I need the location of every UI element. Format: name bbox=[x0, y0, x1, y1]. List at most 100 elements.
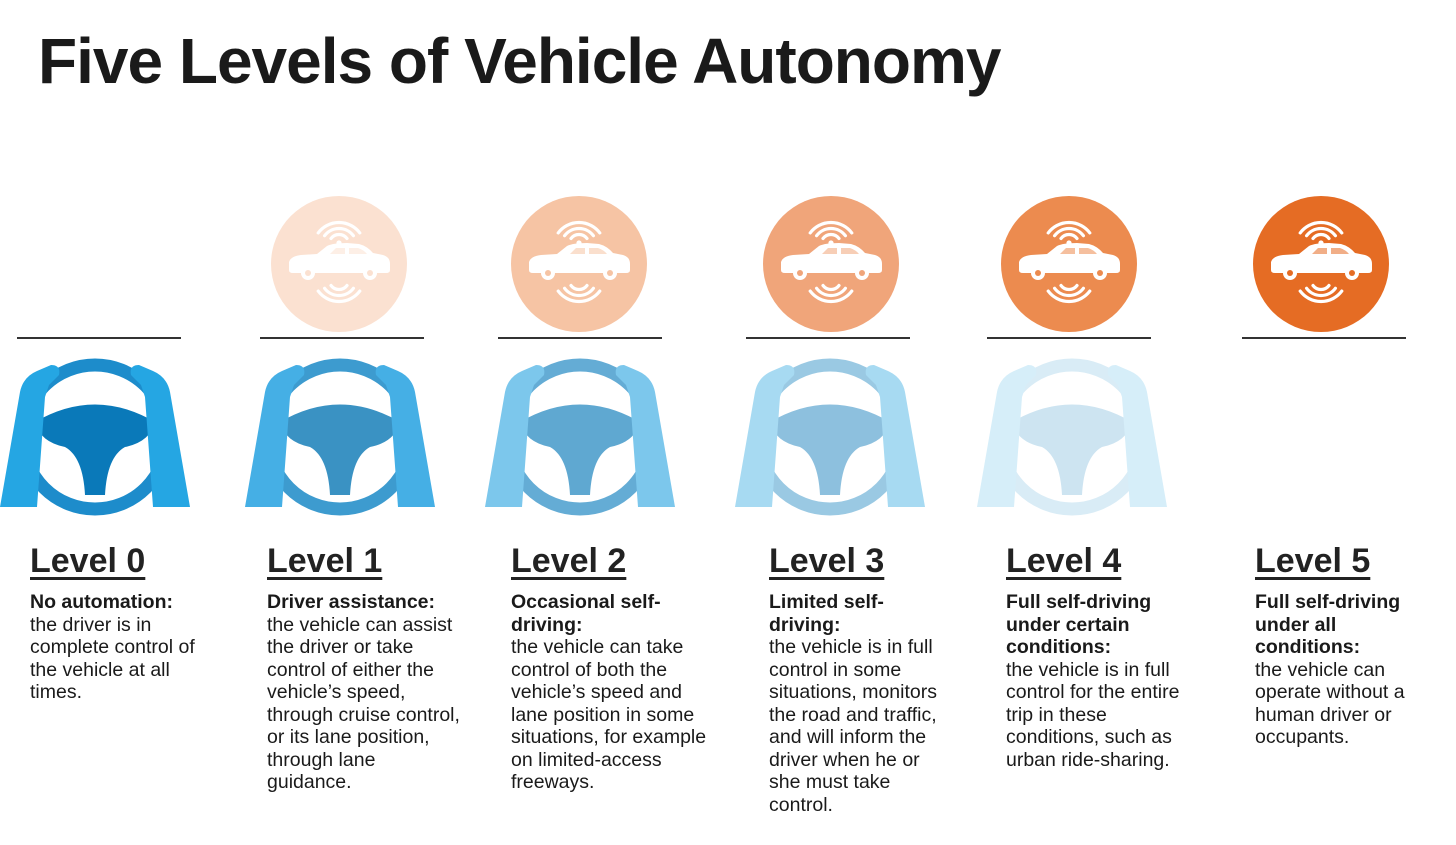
signal-arc-icon bbox=[556, 289, 602, 304]
signal-arc-icon bbox=[815, 226, 847, 238]
level-description: Driver assistance: the vehicle can assis… bbox=[267, 591, 462, 794]
divider-line bbox=[260, 337, 424, 339]
signal-arc-icon bbox=[323, 286, 355, 298]
divider-line bbox=[987, 337, 1151, 339]
level-heading: Level 2 bbox=[511, 542, 627, 580]
signal-arc-icon bbox=[556, 220, 602, 235]
level-heading: Level 5 bbox=[1255, 542, 1371, 580]
wheel-hub bbox=[35, 404, 155, 495]
car-icon bbox=[1271, 243, 1372, 280]
steering-wheel-icon bbox=[977, 358, 1167, 516]
wheel-hub bbox=[1012, 404, 1132, 495]
signal-arc-icon bbox=[1305, 286, 1337, 298]
connected-car-badge bbox=[1001, 196, 1137, 332]
connected-car-icon bbox=[1001, 196, 1137, 332]
connected-car-icon bbox=[511, 196, 647, 332]
level-lead: Driver assistance: bbox=[267, 591, 436, 613]
signal-arc-icon bbox=[316, 220, 362, 235]
wheel-hub bbox=[280, 404, 400, 495]
signal-arc-icon bbox=[1059, 283, 1079, 292]
wheel-hub bbox=[520, 404, 640, 495]
connected-car-icon bbox=[271, 196, 407, 332]
steering-wheel-group bbox=[735, 358, 925, 516]
signal-arc-icon bbox=[808, 220, 854, 235]
level-description: Occasional self-driving: the vehicle can… bbox=[511, 591, 711, 794]
steering-wheel-icon bbox=[245, 358, 435, 516]
hands-icon bbox=[735, 365, 925, 507]
connected-car-badge bbox=[511, 196, 647, 332]
level-lead: Full self-driving under all conditions: bbox=[1255, 591, 1401, 658]
car-icon bbox=[1019, 243, 1120, 280]
level-text: the driver is in complete control of the… bbox=[30, 613, 195, 704]
connected-car-badge bbox=[1253, 196, 1389, 332]
signal-arc-icon bbox=[1298, 220, 1344, 235]
level-lead: No automation: bbox=[30, 591, 173, 613]
signal-arc-icon bbox=[1311, 283, 1331, 292]
level-lead: Full self-driving under certain conditio… bbox=[1006, 591, 1152, 658]
level-description: No automation: the driver is in complete… bbox=[30, 591, 215, 704]
hands-icon bbox=[245, 365, 435, 507]
level-lead: Occasional self-driving: bbox=[511, 591, 661, 636]
signal-arc-icon bbox=[1046, 289, 1092, 304]
steering-wheel-icon bbox=[735, 358, 925, 516]
signal-arc-icon bbox=[1053, 286, 1085, 298]
level-description: Full self-driving under certain conditio… bbox=[1006, 591, 1184, 771]
level-lead: Limited self-driving: bbox=[769, 591, 884, 636]
divider-line bbox=[746, 337, 910, 339]
signal-arc-icon bbox=[1298, 289, 1344, 304]
signal-arc-icon bbox=[563, 226, 595, 238]
signal-arc-icon bbox=[1311, 232, 1331, 241]
hands-icon bbox=[0, 365, 190, 507]
level-heading: Level 3 bbox=[769, 542, 885, 580]
divider-line bbox=[17, 337, 181, 339]
steering-wheel-group bbox=[0, 358, 190, 516]
level-5-column: Level 5 Full self-driving under all cond… bbox=[0, 0, 1406, 845]
level-heading: Level 4 bbox=[1006, 542, 1122, 580]
connected-car-icon bbox=[1253, 196, 1389, 332]
signal-arc-icon bbox=[569, 232, 589, 241]
hands-icon bbox=[485, 365, 675, 507]
level-3-column: Level 3 Limited self-driving: the vehicl… bbox=[0, 0, 937, 845]
signal-arc-icon bbox=[563, 286, 595, 298]
divider-line bbox=[1242, 337, 1406, 339]
steering-wheel-group bbox=[485, 358, 675, 516]
steering-wheel-group bbox=[245, 358, 435, 516]
signal-arc-icon bbox=[316, 289, 362, 304]
level-description: Limited self-driving: the vehicle is in … bbox=[769, 591, 949, 816]
level-heading: Level 0 bbox=[30, 542, 146, 580]
signal-arc-icon bbox=[329, 283, 349, 292]
level-heading: Level 1 bbox=[267, 542, 383, 580]
signal-arc-icon bbox=[821, 283, 841, 292]
signal-arc-icon bbox=[329, 232, 349, 241]
level-text: the vehicle can take control of both the… bbox=[511, 636, 707, 793]
car-icon bbox=[289, 243, 390, 280]
level-4-column: Level 4 Full self-driving under certain … bbox=[0, 0, 1179, 845]
car-icon bbox=[781, 243, 882, 280]
level-0-column: Level 0 No automation: the driver is in … bbox=[0, 0, 240, 845]
signal-arc-icon bbox=[1046, 220, 1092, 235]
wheel-hub bbox=[770, 404, 890, 495]
level-description: Full self-driving under all conditions: … bbox=[1255, 591, 1440, 749]
level-text: the vehicle can operate without a human … bbox=[1255, 658, 1405, 749]
level-text: the vehicle is in full control in some s… bbox=[769, 636, 937, 816]
divider-line bbox=[498, 337, 662, 339]
steering-wheel-group bbox=[977, 358, 1167, 516]
signal-arc-icon bbox=[1059, 232, 1079, 241]
signal-arc-icon bbox=[323, 226, 355, 238]
connected-car-badge bbox=[763, 196, 899, 332]
signal-arc-icon bbox=[821, 232, 841, 241]
connected-car-icon bbox=[763, 196, 899, 332]
signal-arc-icon bbox=[815, 286, 847, 298]
signal-arc-icon bbox=[569, 283, 589, 292]
signal-arc-icon bbox=[808, 289, 854, 304]
page-title: Five Levels of Vehicle Autonomy bbox=[38, 25, 1001, 97]
hands-icon bbox=[977, 365, 1167, 507]
steering-wheel-icon bbox=[485, 358, 675, 516]
signal-arc-icon bbox=[1053, 226, 1085, 238]
steering-wheel-icon bbox=[0, 358, 190, 516]
level-text: the vehicle can assist the driver or tak… bbox=[267, 613, 460, 794]
connected-car-badge bbox=[271, 196, 407, 332]
level-text: the vehicle is in full control for the e… bbox=[1006, 658, 1180, 771]
signal-arc-icon bbox=[1305, 226, 1337, 238]
level-2-column: Level 2 Occasional self-driving: the veh… bbox=[0, 0, 706, 845]
